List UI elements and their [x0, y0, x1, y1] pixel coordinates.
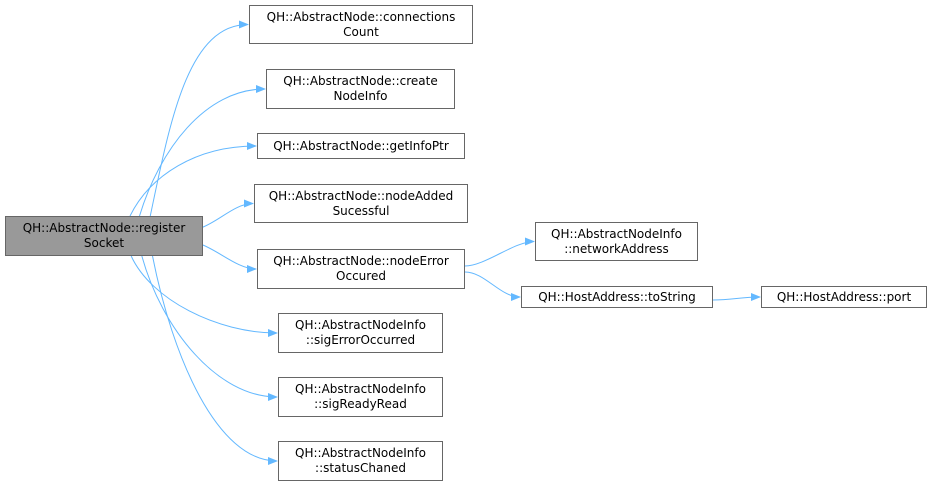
node-label-line: ::statusChaned	[315, 461, 406, 475]
node-node-added-sucessful[interactable]: QH::AbstractNode::nodeAdded Sucessful	[254, 184, 468, 223]
node-connections-count[interactable]: QH::AbstractNode::connections Count	[249, 5, 473, 44]
call-edge	[200, 243, 257, 273]
node-label-line: QH::HostAddress::port	[776, 289, 912, 304]
node-create-node-info[interactable]: QH::AbstractNode::create NodeInfo	[266, 69, 455, 109]
node-label-line: NodeInfo	[333, 89, 388, 103]
node-label-line: QH::AbstractNode::connections	[266, 9, 456, 24]
node-label-line: QH::AbstractNodeInfo	[295, 318, 426, 332]
call-edge	[712, 293, 761, 302]
node-status-chaned[interactable]: QH::AbstractNodeInfo ::statusChaned	[278, 441, 443, 481]
call-edge	[130, 255, 278, 337]
call-edge	[139, 85, 266, 217]
node-label-line: Count	[343, 24, 379, 39]
node-get-info-ptr[interactable]: QH::AbstractNode::getInfoPtr	[257, 133, 465, 159]
node-register-socket: QH::AbstractNode::register Socket	[5, 216, 203, 256]
node-label-line: QH::AbstractNode::nodeError	[273, 254, 449, 268]
call-edge	[464, 271, 521, 301]
node-label-line: ::networkAddress	[564, 241, 669, 256]
call-edge	[200, 199, 254, 229]
node-network-address[interactable]: QH::AbstractNodeInfo ::networkAddress	[535, 222, 698, 261]
node-label-line: QH::AbstractNodeInfo	[295, 446, 426, 460]
node-label-line: QH::AbstractNode::nodeAdded	[268, 188, 454, 203]
node-label-line: ::sigReadyRead	[314, 397, 407, 411]
call-edge	[141, 255, 278, 401]
node-label-line: QH::AbstractNode::register	[22, 221, 186, 235]
call-edge	[129, 142, 257, 217]
node-sig-error-occurred[interactable]: QH::AbstractNodeInfo ::sigErrorOccurred	[278, 313, 443, 353]
node-label-line: QH::AbstractNodeInfo	[551, 226, 682, 241]
call-edge	[149, 20, 249, 217]
node-label-line: QH::AbstractNodeInfo	[295, 382, 426, 396]
node-node-error-occured[interactable]: QH::AbstractNode::nodeError Occured	[257, 249, 465, 289]
node-label-line: Sucessful	[332, 203, 390, 218]
node-sig-ready-read[interactable]: QH::AbstractNodeInfo ::sigReadyRead	[278, 377, 443, 417]
node-label-line: QH::AbstractNode::getInfoPtr	[273, 138, 449, 153]
node-label-line: Socket	[83, 236, 125, 250]
node-label-line: QH::HostAddress::toString	[538, 289, 696, 304]
node-label-line: QH::AbstractNode::create	[283, 74, 438, 88]
call-edge	[464, 237, 535, 267]
node-host-address-to-string[interactable]: QH::HostAddress::toString	[521, 286, 713, 308]
node-label-line: Occured	[336, 269, 386, 283]
node-label-line: ::sigErrorOccurred	[305, 333, 416, 347]
node-host-address-port[interactable]: QH::HostAddress::port	[761, 286, 927, 308]
call-edge	[152, 255, 278, 465]
